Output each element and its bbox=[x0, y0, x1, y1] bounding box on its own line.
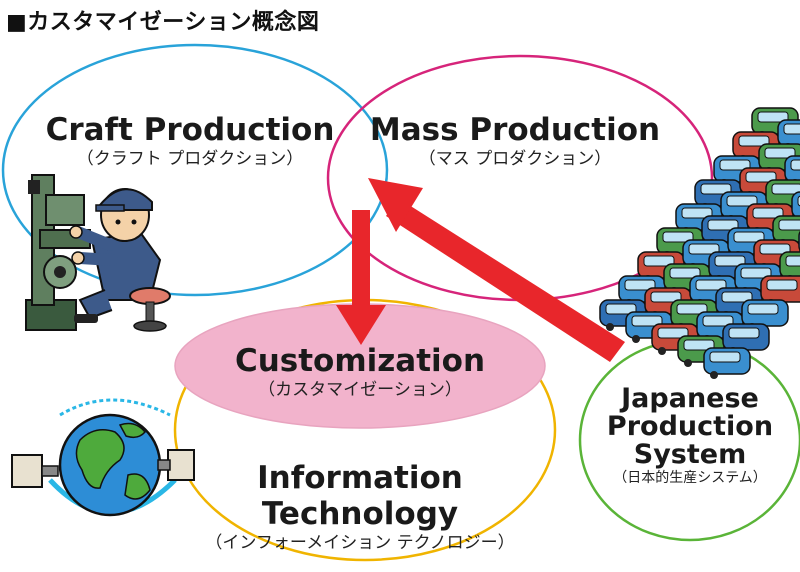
it-jp: （インフォーメイション テクノロジー） bbox=[205, 533, 515, 553]
it-en-line1: Information bbox=[257, 460, 463, 496]
car-icon bbox=[703, 347, 751, 379]
customization-en: Customization bbox=[234, 343, 486, 379]
craft-production-circle bbox=[1, 43, 389, 297]
diagram-title: ■カスタマイゼーション概念図 bbox=[6, 10, 320, 35]
jps-en-line2: Production bbox=[606, 411, 774, 442]
it-en-line2: Technology bbox=[261, 496, 459, 532]
customization-label: Customization （カスタマイゼーション） bbox=[210, 343, 510, 401]
car-icon bbox=[784, 155, 800, 187]
car-icon bbox=[772, 215, 800, 247]
mass-production-jp: （マス プロダクション） bbox=[418, 149, 612, 169]
craft-production-jp: （クラフト プロダクション） bbox=[76, 149, 304, 169]
craftsman-at-machine-icon bbox=[25, 174, 171, 332]
car-icon bbox=[779, 251, 800, 283]
arrow-mass-to-customization bbox=[336, 210, 386, 345]
customization-jp: （カスタマイゼーション） bbox=[258, 380, 462, 400]
car-rows-icon bbox=[599, 107, 800, 379]
arrow-jps-to-mass bbox=[368, 178, 625, 362]
car-icon bbox=[760, 275, 800, 307]
jps-jp: （日本的生産システム） bbox=[613, 470, 767, 486]
globe-satellites-icon bbox=[11, 398, 195, 517]
mass-production-en: Mass Production bbox=[369, 112, 661, 148]
jps-en-line1: Japanese bbox=[621, 383, 759, 414]
craft-production-en: Craft Production bbox=[45, 112, 335, 148]
it-label: Information Technology （インフォーメイション テクノロジ… bbox=[190, 460, 530, 554]
car-icon bbox=[758, 143, 800, 175]
jps-en-line3: System bbox=[633, 439, 747, 470]
jps-label: Japanese Production System （日本的生産システム） bbox=[590, 385, 790, 487]
mass-production-label: Mass Production （マス プロダクション） bbox=[365, 112, 665, 170]
craft-production-label: Craft Production （クラフト プロダクション） bbox=[40, 112, 340, 170]
